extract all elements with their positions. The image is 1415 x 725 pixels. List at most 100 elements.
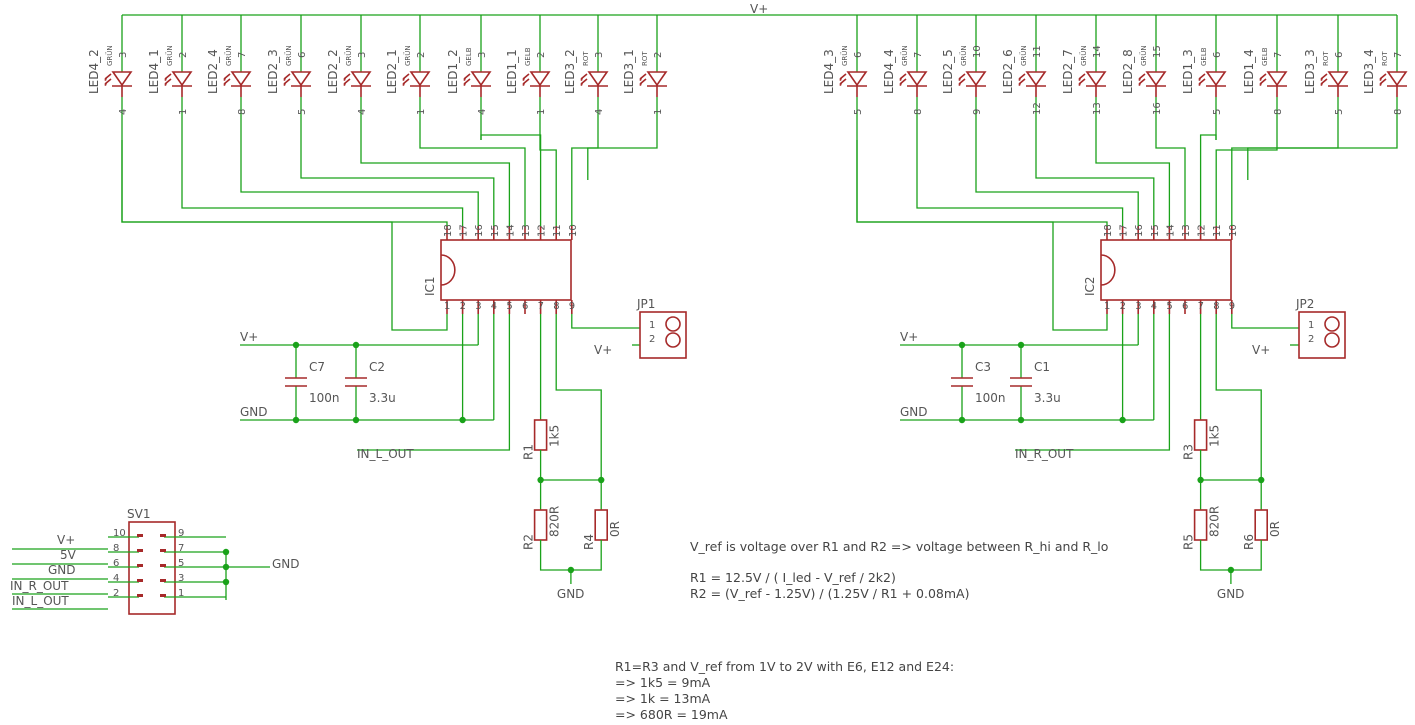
led-arrow — [402, 73, 410, 80]
resistor-name: R4 — [582, 534, 596, 550]
led-cathode-pin: 4 — [594, 109, 605, 115]
resistor-name: R5 — [1182, 534, 1196, 550]
jumper-wire — [571, 314, 640, 329]
ic-pin-number: 6 — [522, 301, 528, 312]
ic-pin-number: 9 — [569, 301, 575, 312]
junction-dot — [1017, 416, 1025, 424]
led-arrow — [1379, 78, 1387, 85]
led-name: LED4_3 — [822, 49, 836, 94]
ic-pin-number: 16 — [1134, 224, 1145, 237]
led-arrow — [1138, 78, 1146, 85]
ic-pin-number: 15 — [490, 224, 501, 237]
led-color: GRÜN — [105, 45, 114, 66]
ic-pin-number: 15 — [1150, 224, 1161, 237]
led-arrow — [1018, 73, 1026, 80]
ic-pin-number: 1 — [1104, 301, 1110, 312]
led-arrow — [1259, 78, 1267, 85]
ic-pin-number: 13 — [521, 224, 532, 237]
led-arrow — [1078, 78, 1086, 85]
resistor-body — [1193, 509, 1208, 541]
cap-name: C1 — [1034, 360, 1050, 374]
connector-pin — [137, 579, 143, 582]
led-color: GRÜN — [959, 45, 968, 66]
resistor-value: 820R — [548, 506, 562, 537]
vplus-rail-label: V+ — [750, 2, 768, 16]
led-symbol — [846, 71, 868, 87]
cap-value: 3.3u — [369, 391, 396, 405]
led-name: LED2_4 — [206, 49, 220, 94]
ic-pin-number: 2 — [1120, 301, 1126, 312]
ic-pin-number: 12 — [537, 224, 548, 237]
junction-dot — [958, 341, 966, 349]
led-color: GRÜN — [403, 45, 412, 66]
ic-pin-number: 14 — [1165, 224, 1176, 237]
led-to-ic-wire — [1155, 140, 1186, 226]
led-arrow — [402, 78, 410, 85]
ic-pin-number: 17 — [459, 224, 470, 237]
led-arrow — [283, 78, 291, 85]
led-name: LED2_8 — [1121, 49, 1135, 94]
led-arrow — [958, 73, 966, 80]
led-symbol — [1327, 71, 1349, 87]
cap-value: 100n — [975, 391, 1006, 405]
note-row-1k: => 1k = 13mA — [615, 691, 711, 706]
led-name: LED2_7 — [1061, 49, 1075, 94]
ic-pin-number: 8 — [553, 301, 559, 312]
led-cathode-pin: 13 — [1092, 102, 1103, 115]
cap-name: C7 — [309, 360, 325, 374]
connector-pin — [137, 564, 143, 567]
led-cathode-pin: 1 — [416, 109, 427, 115]
led-color: GELB — [465, 47, 473, 66]
led-arrow — [522, 73, 530, 80]
led-anode-pin: 6 — [1212, 52, 1223, 58]
junction-dot — [292, 416, 300, 424]
led-arrow — [958, 78, 966, 85]
led-arrow — [1198, 78, 1206, 85]
led-symbol — [529, 71, 551, 87]
led-symbol — [1386, 71, 1408, 87]
ic-name: IC2 — [1083, 276, 1097, 296]
led-arrow — [1198, 73, 1206, 80]
jumper-wire — [1231, 314, 1299, 329]
gnd-bottom-label: GND — [1217, 587, 1245, 601]
connector-name: SV1 — [127, 507, 150, 521]
led-symbol — [290, 71, 312, 87]
led-arrow — [463, 78, 471, 85]
led-arrow — [223, 73, 231, 80]
jumper-name: JP1 — [636, 297, 655, 311]
ic-pin-number: 9 — [1229, 301, 1235, 312]
led-name: LED3_1 — [622, 49, 636, 94]
junction-dot — [222, 578, 230, 586]
led-cathode-pin: 5 — [297, 109, 308, 115]
junction-dot — [352, 341, 360, 349]
led-name: LED1_2 — [446, 49, 460, 94]
cap-name: C2 — [369, 360, 385, 374]
ic-pin-number: 7 — [1198, 301, 1204, 312]
led-anode-pin: 3 — [357, 52, 368, 58]
connector-signal-label: IN_R_OUT — [10, 579, 69, 593]
adj-wire — [555, 314, 602, 510]
output-wire — [357, 314, 511, 451]
led-arrow — [1379, 73, 1387, 80]
led-arrow — [1320, 78, 1328, 85]
led-anode-pin: 2 — [536, 52, 547, 58]
led-cathode-pin: 8 — [913, 109, 924, 115]
connector-pin — [160, 579, 166, 582]
resistor-body — [533, 509, 548, 541]
led-anode-pin: 7 — [237, 52, 248, 58]
